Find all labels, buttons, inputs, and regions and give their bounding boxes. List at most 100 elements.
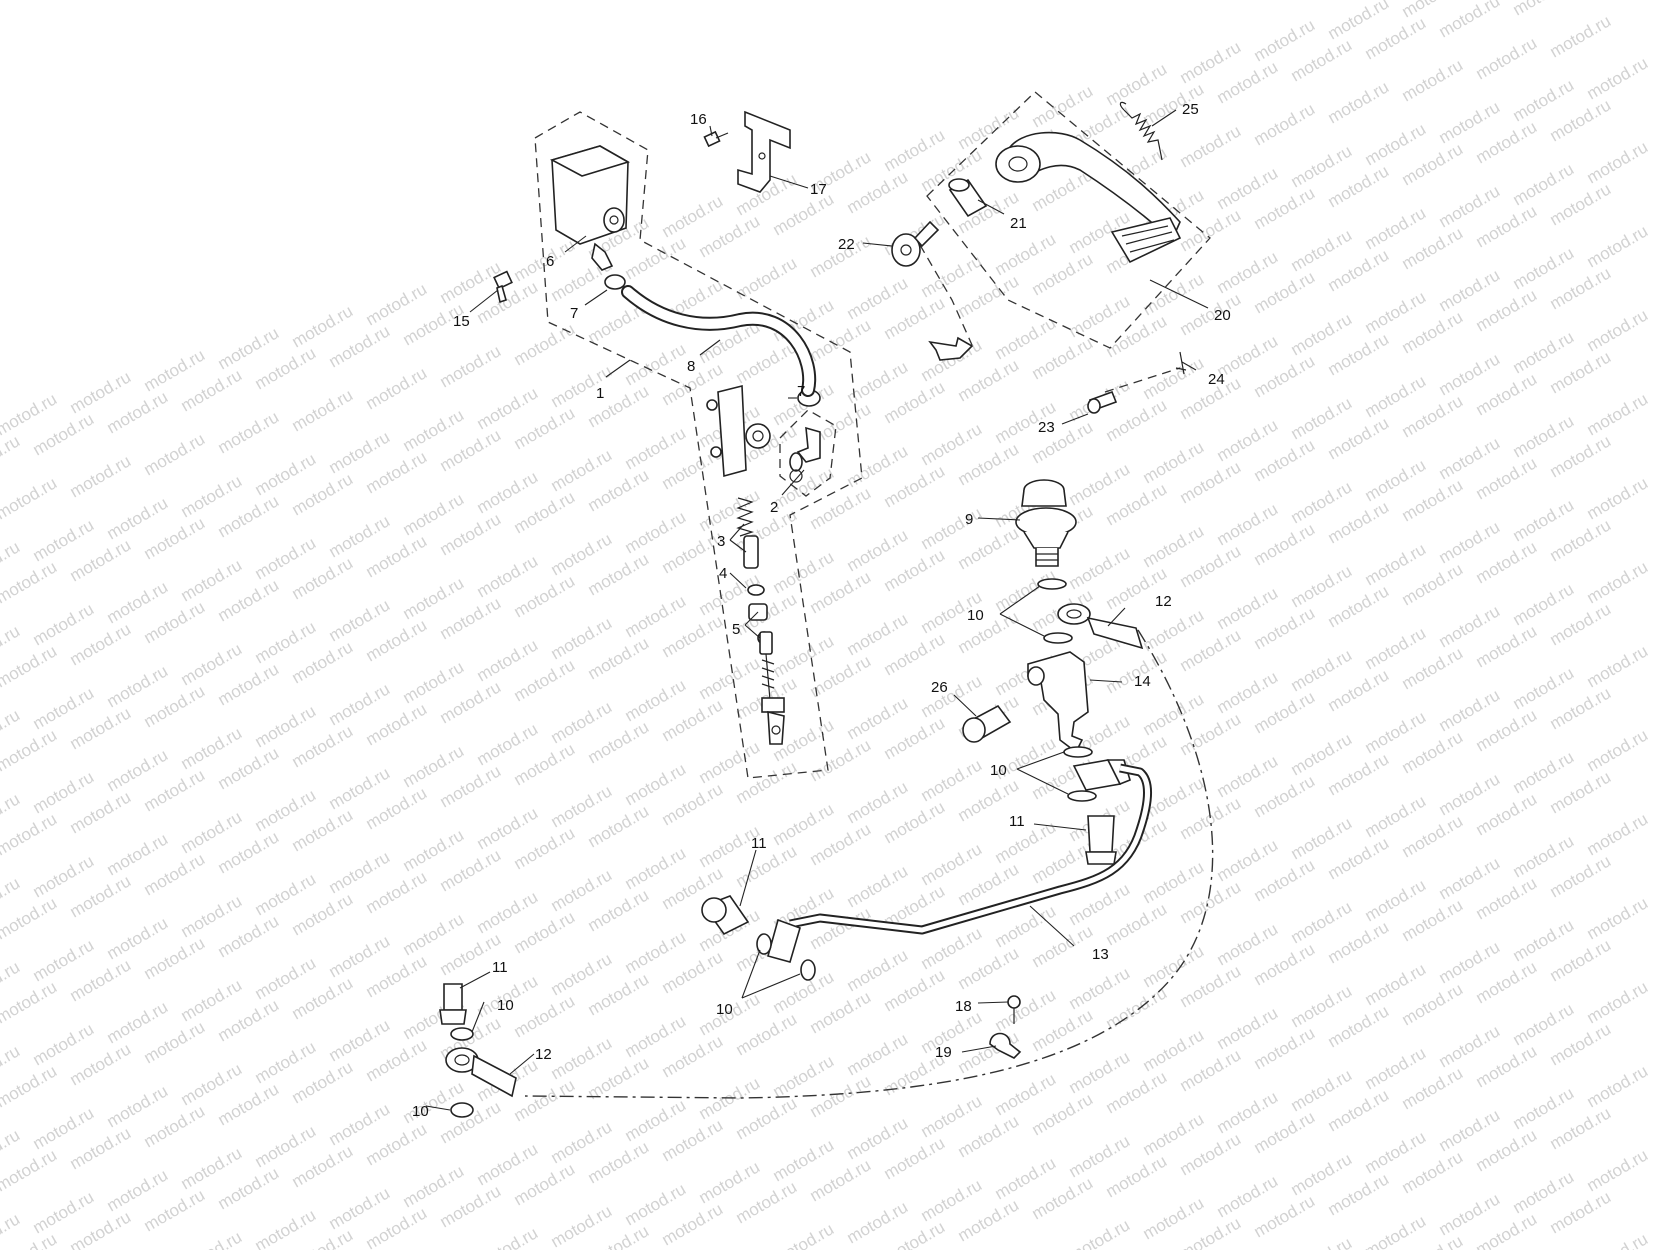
watermark-text: motod.ru	[363, 363, 431, 413]
watermark-text: motod.ru	[1584, 1229, 1652, 1250]
watermark-text: motod.ru	[0, 473, 60, 523]
pivot-bolt	[891, 220, 940, 267]
watermark-text: motod.ru	[141, 429, 209, 479]
banjo-fitting-lower	[445, 1047, 517, 1098]
watermark-text: motod.ru	[1584, 893, 1652, 943]
watermark-text: motod.ru	[770, 1219, 838, 1250]
watermark-text: motod.ru	[1066, 1215, 1134, 1250]
reservoir-hose-inner	[623, 287, 815, 395]
leader-lines	[425, 109, 1209, 1111]
watermark-text: motod.ru	[1584, 473, 1652, 523]
callout-18: 18	[955, 998, 972, 1015]
watermark-text: motod.ru	[1584, 809, 1652, 859]
brake-fluid-reservoir	[549, 145, 631, 271]
watermark-text: motod.ru	[1325, 77, 1393, 127]
callout-20: 20	[1214, 307, 1231, 324]
return-spring	[1119, 101, 1163, 161]
watermark-text: motod.ru	[1584, 221, 1652, 271]
watermark-text: motod.ru	[0, 431, 23, 481]
pipe-fitting-lower	[767, 918, 801, 963]
callout-21: 21	[1010, 215, 1027, 232]
callout-12b: 12	[535, 1046, 552, 1063]
watermark-text: motod.ru	[0, 1145, 60, 1195]
callout-11a: 11	[1009, 813, 1025, 830]
washer-10b	[1043, 632, 1073, 644]
screw-16	[703, 130, 729, 148]
callout-17: 17	[810, 181, 827, 198]
watermark-text: motod.ru	[1584, 557, 1652, 607]
watermark-text: motod.ru	[0, 1061, 60, 1111]
callout-10e: 10	[412, 1103, 429, 1120]
callout-3: 3	[717, 533, 725, 550]
watermark-text: motod.ru	[1547, 11, 1615, 61]
pedal-stop	[928, 336, 974, 361]
watermark-text: motod.ru	[474, 1223, 542, 1250]
callout-10c: 10	[716, 1001, 733, 1018]
callout-6: 6	[546, 253, 554, 270]
washer-4	[747, 584, 765, 596]
watermark-text: motod.ru	[1584, 641, 1652, 691]
washer-10e	[756, 933, 772, 955]
watermark-text: motod.ru	[733, 253, 801, 303]
washer-10c	[1063, 746, 1093, 758]
watermark-text: motod.ru	[1584, 725, 1652, 775]
callout-11c: 11	[492, 959, 508, 976]
callout-13: 13	[1092, 946, 1109, 963]
watermark-text: motod.ru	[178, 1227, 246, 1250]
watermark-text: motod.ru	[0, 641, 60, 691]
watermark-text: motod.ru	[1362, 1211, 1430, 1250]
mounting-bracket	[737, 110, 791, 193]
washer-10h	[450, 1102, 474, 1118]
brake-pedal-assembly-outline	[926, 91, 1211, 349]
callout-10b: 10	[990, 762, 1007, 779]
hose-clamp-upper	[604, 274, 626, 290]
watermark-text: motod.ru	[0, 977, 60, 1027]
callout-19: 19	[935, 1044, 952, 1061]
watermark-text: motod.ru	[1584, 305, 1652, 355]
callout-11b: 11	[751, 835, 767, 852]
watermark-text: motod.ru	[1584, 977, 1652, 1027]
pivot-bushing	[948, 178, 988, 218]
watermark-text: motod.ru	[252, 1205, 320, 1250]
hose-fitting	[789, 426, 821, 483]
pedal-linkage-line	[919, 244, 973, 346]
brake-pipe-inner	[789, 765, 1150, 933]
washer-10g	[450, 1027, 474, 1041]
bolt-15	[493, 270, 513, 304]
watermark-text: motod.ru	[1436, 0, 1504, 41]
watermark-text: motod.ru	[1584, 137, 1652, 187]
callout-5: 5	[732, 621, 740, 638]
watermark-text: motod.ru	[1288, 1233, 1356, 1250]
watermark-text: motod.ru	[437, 341, 505, 391]
watermark-text: motod.ru	[289, 385, 357, 435]
callout-7a: 7	[570, 305, 578, 322]
watermark-text: motod.ru	[1399, 55, 1467, 105]
callout-12a: 12	[1155, 593, 1172, 610]
callout-8: 8	[687, 358, 695, 375]
watermark-text: motod.ru	[1251, 99, 1319, 149]
watermark-text: motod.ru	[1584, 53, 1652, 103]
caliper-bracket	[1027, 651, 1089, 754]
watermark-text: motod.ru	[215, 407, 283, 457]
watermark-text: motod.ru	[0, 809, 60, 859]
washer-10a	[1037, 578, 1067, 590]
callout-10a: 10	[967, 607, 984, 624]
pin-linkage-line	[1104, 367, 1181, 393]
callout-22: 22	[838, 236, 855, 253]
callout-9: 9	[965, 511, 973, 528]
callout-7b: 7	[797, 383, 805, 400]
callout-14: 14	[1134, 673, 1151, 690]
watermark-text: motod.ru	[1584, 1145, 1652, 1195]
watermark-text: motod.ru	[0, 557, 60, 607]
callout-10d: 10	[497, 997, 514, 1014]
callout-2: 2	[770, 499, 778, 516]
callout-4: 4	[719, 565, 727, 582]
watermark-text: motod.ru	[1473, 33, 1541, 83]
watermark-text: motod.ru	[511, 319, 579, 369]
washer-10d	[1067, 790, 1097, 802]
cotter-pin	[1175, 351, 1187, 375]
hose-clip	[989, 1032, 1022, 1059]
brake-pedal	[995, 131, 1182, 264]
